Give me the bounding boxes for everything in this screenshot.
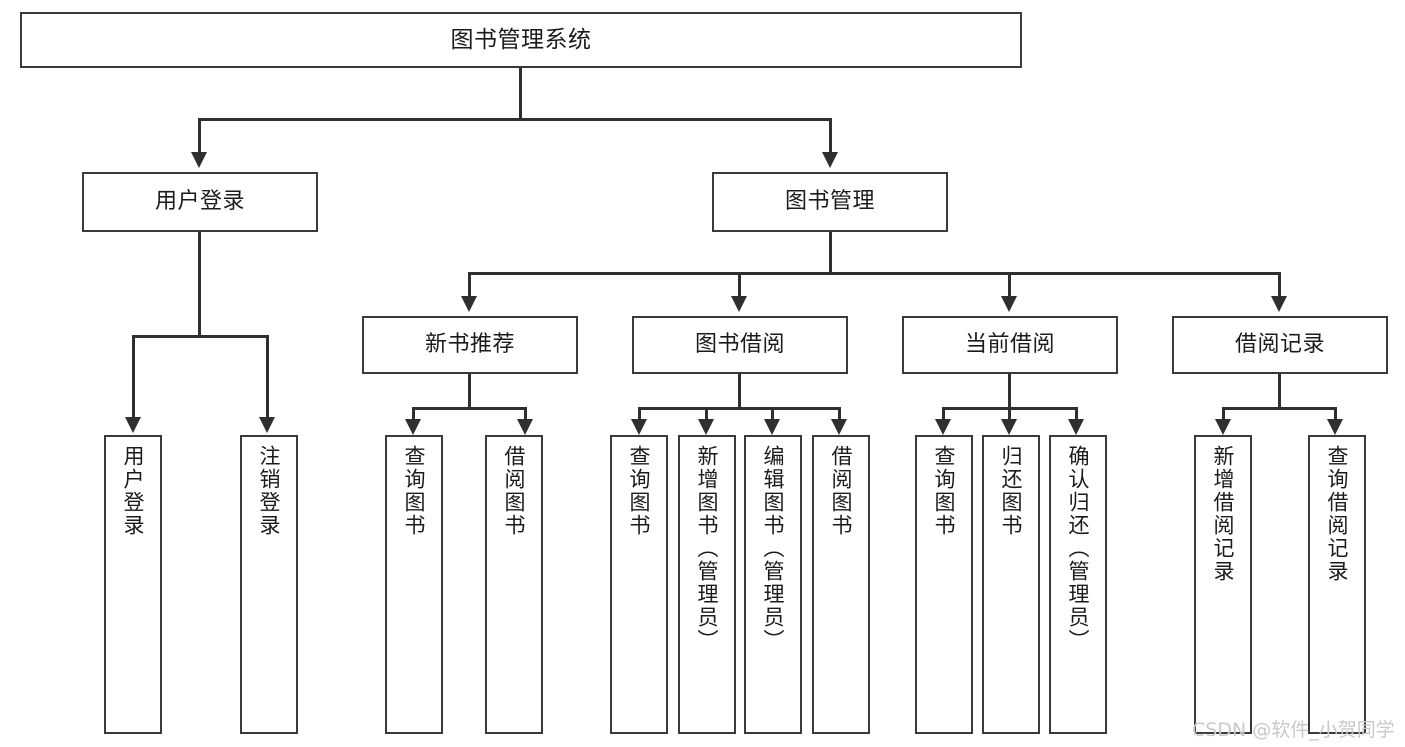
connector-current-borrow-leaf-1 (942, 407, 945, 421)
leaf-user-login-logout[interactable]: 注销登录 (240, 435, 298, 734)
node-label: 归还图书 (999, 445, 1024, 537)
arrowhead-current-borrow-leaf-2 (1001, 419, 1017, 435)
node-borrow-record[interactable]: 借阅记录 (1172, 316, 1388, 374)
node-book-management[interactable]: 图书管理 (712, 172, 948, 232)
arrowhead-borrow-record-leaf-1 (1215, 419, 1231, 435)
arrowhead-to-current-borrow (1001, 296, 1017, 312)
leaf-book-borrow-borrow-book[interactable]: 借阅图书 (812, 435, 870, 734)
connector-to-user-login (198, 118, 201, 154)
connector-book-borrow-stem (738, 374, 741, 407)
node-label: 用户登录 (154, 189, 245, 215)
arrowhead-new-book-recommend-leaf-1 (405, 419, 421, 435)
arrowhead-to-new-book-recommend (461, 296, 477, 312)
connector-book-management-bus (468, 272, 1281, 275)
connector-to-book-borrow (738, 272, 741, 298)
arrowhead-to-book-borrow (731, 296, 747, 312)
connector-borrow-record-stem (1278, 374, 1281, 407)
connector-user-login-leaf-1 (132, 335, 135, 419)
node-user-login[interactable]: 用户登录 (82, 172, 318, 232)
arrowhead-to-book-management (822, 152, 838, 168)
node-label: 图书管理 (784, 189, 875, 215)
connector-new-book-recommend-leaf-2 (524, 407, 527, 421)
leaf-new-book-recommend-borrow-book[interactable]: 借阅图书 (485, 435, 543, 734)
node-label: 新增图书（管理员） (695, 445, 720, 652)
node-new-book-recommend[interactable]: 新书推荐 (362, 316, 578, 374)
connector-to-new-book-recommend (468, 272, 471, 298)
leaf-borrow-record-query-record[interactable]: 查询借阅记录 (1308, 435, 1366, 734)
connector-borrow-record-bus (1222, 407, 1337, 410)
connector-book-borrow-leaf-1 (638, 407, 641, 421)
arrowhead-user-login-leaf-1 (125, 417, 141, 433)
node-label: 注销登录 (257, 445, 282, 537)
connector-current-borrow-leaf-2 (1008, 407, 1011, 421)
arrowhead-book-borrow-leaf-1 (631, 419, 647, 435)
connector-to-borrow-record (1278, 272, 1281, 298)
leaf-current-borrow-return-book[interactable]: 归还图书 (982, 435, 1040, 734)
node-label: 查询图书 (627, 445, 652, 537)
node-label: 借阅图书 (829, 445, 854, 537)
connector-current-borrow-stem (1008, 374, 1011, 407)
leaf-new-book-recommend-query-book[interactable]: 查询图书 (385, 435, 443, 734)
connector-book-management-stem (829, 232, 832, 272)
node-label: 新书推荐 (424, 332, 515, 358)
connector-root-bus (198, 118, 832, 121)
node-label: 图书管理系统 (450, 26, 592, 53)
node-label: 查询图书 (402, 445, 427, 537)
node-label: 确认归还（管理员） (1066, 445, 1091, 652)
arrowhead-to-user-login (191, 152, 207, 168)
connector-user-login-stem (198, 232, 201, 335)
arrowhead-to-borrow-record (1271, 296, 1287, 312)
arrowhead-borrow-record-leaf-2 (1327, 419, 1343, 435)
node-label: 借阅记录 (1234, 332, 1325, 358)
connector-user-login-leaf-2 (266, 335, 269, 419)
connector-borrow-record-leaf-2 (1334, 407, 1337, 421)
node-root-book-management-system[interactable]: 图书管理系统 (20, 12, 1022, 68)
connector-current-borrow-leaf-3 (1075, 407, 1078, 421)
node-label: 编辑图书（管理员） (761, 445, 786, 652)
node-book-borrow[interactable]: 图书借阅 (632, 316, 848, 374)
node-label: 查询借阅记录 (1325, 445, 1350, 583)
arrowhead-book-borrow-leaf-2 (698, 419, 714, 435)
connector-borrow-record-leaf-1 (1222, 407, 1225, 421)
leaf-borrow-record-add-record[interactable]: 新增借阅记录 (1194, 435, 1252, 734)
arrowhead-user-login-leaf-2 (259, 417, 275, 433)
connector-new-book-recommend-leaf-1 (412, 407, 415, 421)
leaf-user-login-login[interactable]: 用户登录 (104, 435, 162, 734)
node-label: 借阅图书 (502, 445, 527, 537)
node-label: 当前借阅 (964, 332, 1055, 358)
connector-root-stem (519, 68, 522, 118)
connector-to-book-management (829, 118, 832, 154)
connector-book-borrow-bus (638, 407, 841, 410)
connector-new-book-recommend-bus (412, 407, 527, 410)
connector-user-login-bus (132, 335, 269, 338)
node-label: 用户登录 (121, 445, 146, 537)
leaf-book-borrow-add-book-admin[interactable]: 新增图书（管理员） (678, 435, 736, 734)
connector-book-borrow-leaf-3 (771, 407, 774, 421)
connector-book-borrow-leaf-2 (705, 407, 708, 421)
leaf-book-borrow-edit-book-admin[interactable]: 编辑图书（管理员） (744, 435, 802, 734)
leaf-book-borrow-query-book[interactable]: 查询图书 (610, 435, 668, 734)
arrowhead-new-book-recommend-leaf-2 (517, 419, 533, 435)
leaf-current-borrow-query-book[interactable]: 查询图书 (915, 435, 973, 734)
node-label: 新增借阅记录 (1211, 445, 1236, 583)
node-label: 查询图书 (932, 445, 957, 537)
leaf-current-borrow-confirm-return-admin[interactable]: 确认归还（管理员） (1049, 435, 1107, 734)
node-label: 图书借阅 (694, 332, 785, 358)
arrowhead-book-borrow-leaf-4 (831, 419, 847, 435)
arrowhead-book-borrow-leaf-3 (764, 419, 780, 435)
connector-book-borrow-leaf-4 (838, 407, 841, 421)
node-current-borrow[interactable]: 当前借阅 (902, 316, 1118, 374)
arrowhead-current-borrow-leaf-3 (1068, 419, 1084, 435)
connector-new-book-recommend-stem (468, 374, 471, 407)
connector-to-current-borrow (1008, 272, 1011, 298)
arrowhead-current-borrow-leaf-1 (935, 419, 951, 435)
